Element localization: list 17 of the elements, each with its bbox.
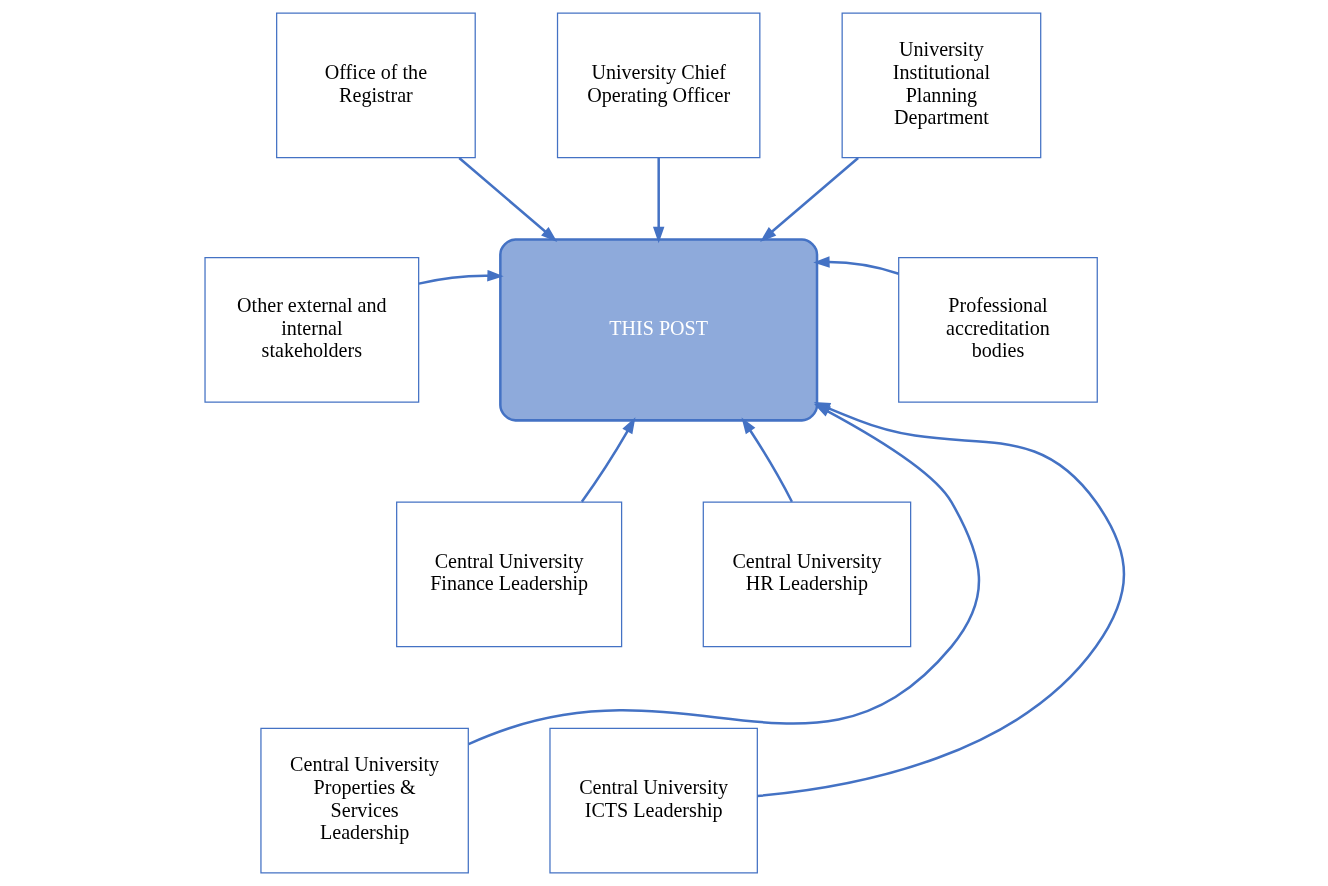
arrow <box>580 417 635 503</box>
node-box: Central University HR Leadership <box>702 501 911 648</box>
arrow <box>418 269 504 285</box>
node-box: Central University Properties & Services Leadership <box>259 727 469 874</box>
node-box: THIS POST <box>498 238 818 422</box>
node-box: University Chief Operating Officer <box>556 12 760 159</box>
arrow <box>457 157 557 242</box>
arrow <box>812 256 899 275</box>
node-box: Central University ICTS Leadership <box>548 727 758 874</box>
arrow <box>741 417 793 503</box>
node-box: Office of the Registrar <box>275 12 476 159</box>
node-box: Central University Finance Leadership <box>395 501 622 648</box>
arrow <box>759 157 859 242</box>
node-box: Professional accreditation bodies <box>897 257 1098 403</box>
node-box: Other external and internal stakeholders <box>203 257 419 403</box>
arrow <box>652 158 664 244</box>
node-box: University Institutional Planning Department <box>841 12 1041 159</box>
